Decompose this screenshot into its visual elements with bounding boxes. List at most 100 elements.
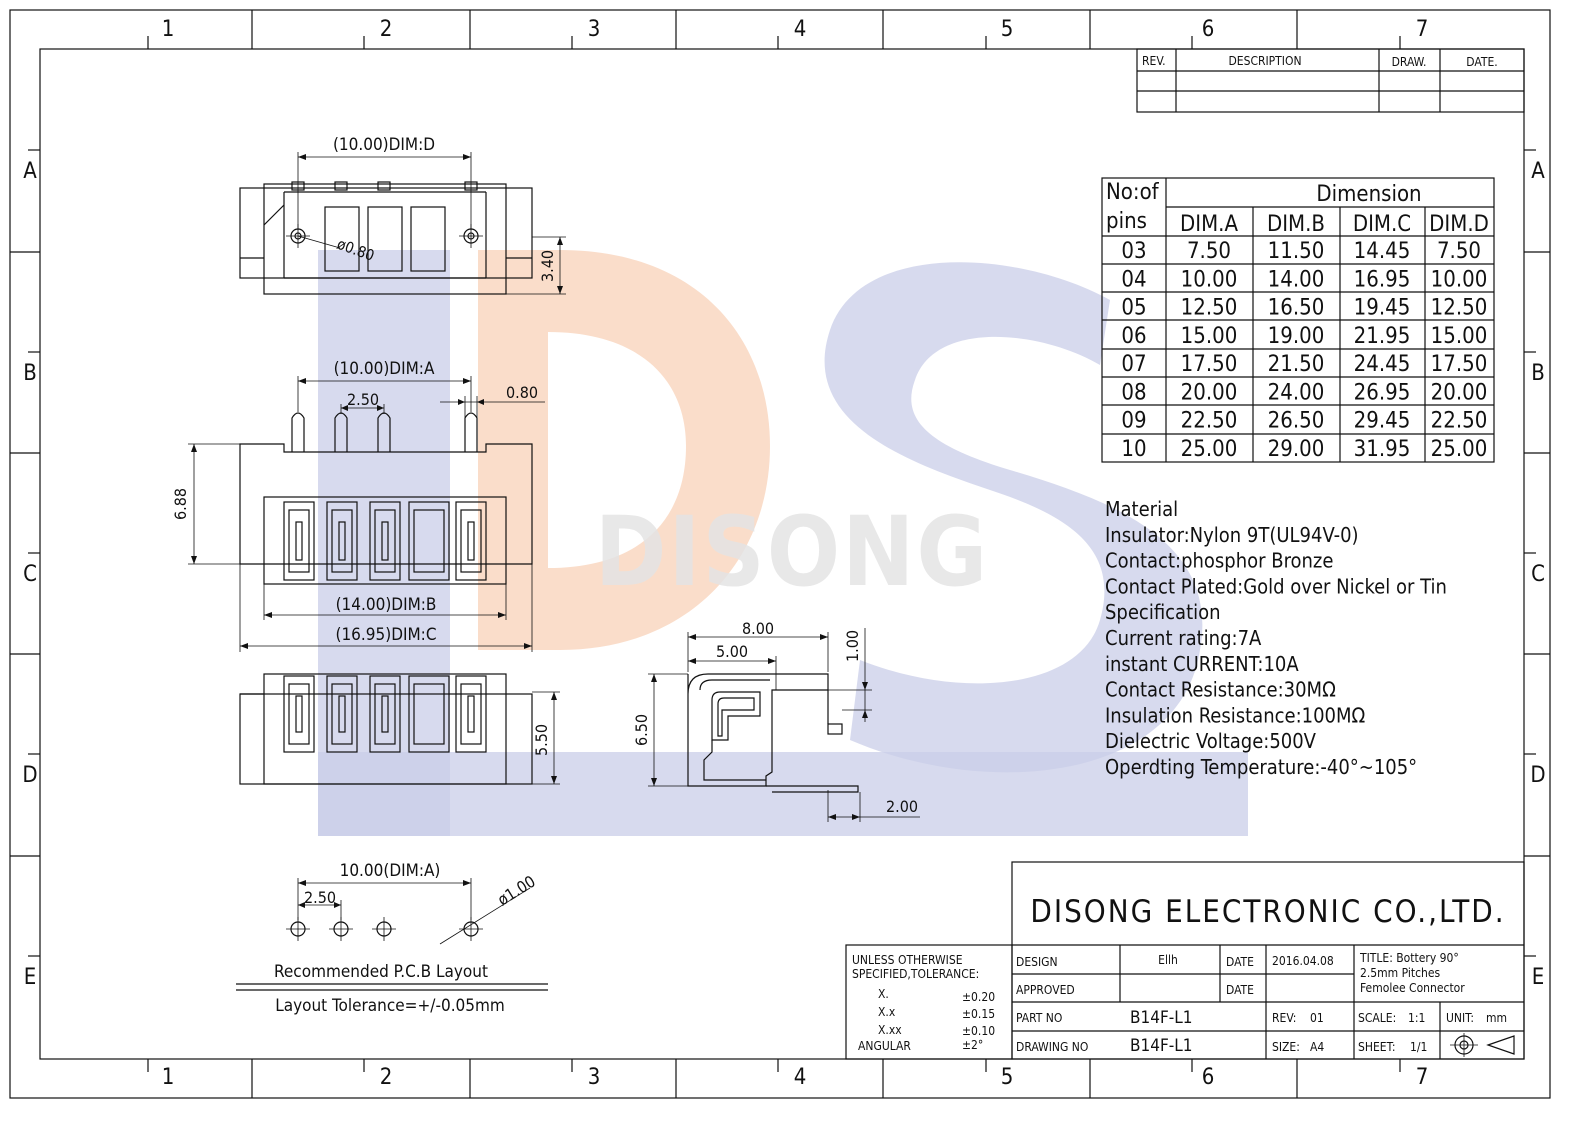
thickness-label: 1.00 [843, 630, 862, 662]
watermark-text: DISONG [595, 496, 990, 608]
spec-line: Contact:phosphor Bronze [1105, 549, 1333, 573]
part-no-label: PART NO [1016, 1011, 1062, 1025]
spec-line: Insulation Resistance:100MΩ [1105, 703, 1365, 727]
pcb-layout-tolerance: Layout Tolerance=+/-0.05mm [275, 996, 505, 1016]
part-no-value: B14F-L1 [1130, 1008, 1193, 1028]
dimension-cell: 11.50 [1268, 239, 1325, 264]
spec-line: Dielectric Voltage:500V [1105, 729, 1317, 753]
pcb-holes [286, 917, 483, 941]
row-label: B [1531, 361, 1545, 386]
tolerance-key: ANGULAR [858, 1039, 911, 1053]
height-6-50-label: 6.50 [632, 714, 651, 746]
dimension-cell: 19.45 [1354, 296, 1411, 321]
title-line: Femolee Connector [1360, 981, 1465, 995]
spec-line: Contact Resistance:30MΩ [1105, 678, 1336, 702]
title-line: TITLE: Bottery 90° [1359, 951, 1459, 965]
tolerance-key: X.x [878, 1005, 896, 1019]
company-name: DISONG ELECTRONIC CO.,LTD. [1030, 894, 1505, 930]
watermark-letter-d [478, 250, 770, 650]
rev-value: 01 [1310, 1011, 1324, 1025]
title-block: DISONG ELECTRONIC CO.,LTD. UNLESS OTHERW… [845, 861, 1525, 1060]
dimension-cell: 25.00 [1181, 437, 1238, 462]
dim-col-header: DIM.C [1353, 212, 1411, 237]
dimension-cell: 16.95 [1354, 267, 1411, 292]
col-label: 7 [1416, 17, 1429, 42]
col-label: 6 [1202, 1065, 1215, 1090]
dimension-cell: 26.95 [1354, 380, 1411, 405]
watermark: DISONG [318, 250, 1248, 836]
drawing-no-label: DRAWING NO [1016, 1040, 1088, 1054]
dim-c-label: (16.95)DIM:C [335, 625, 436, 645]
col-label: 2 [380, 17, 393, 42]
dim-col-header: DIM.A [1180, 212, 1238, 237]
tolerance-title: SPECIFIED,TOLERANCE: [852, 967, 979, 981]
pin-count-cell: 09 [1121, 409, 1146, 434]
col-label: 5 [1001, 1065, 1014, 1090]
row-labels-left: A B C D E [22, 159, 37, 990]
rev-label: REV: [1272, 1011, 1296, 1025]
watermark-bar-horizontal [318, 752, 1248, 836]
column-labels-top: 1 2 3 4 5 6 7 [162, 17, 1429, 42]
row-label: D [1530, 763, 1545, 788]
dimension-cell: 25.00 [1431, 437, 1488, 462]
description-header: DESCRIPTION [1228, 54, 1301, 68]
offset-label: 5.00 [716, 642, 748, 661]
dimension-cell: 16.50 [1268, 296, 1325, 321]
date-label: DATE [1226, 955, 1254, 969]
dimension-cell: 22.50 [1431, 409, 1488, 434]
front-cavities [283, 501, 487, 581]
top-view: (10.00)DIM:D ø0.80 3.40 [239, 135, 566, 295]
dimension-cell: 26.50 [1268, 409, 1325, 434]
col-label: 4 [794, 1065, 807, 1090]
dimension-cell: 20.00 [1431, 380, 1488, 405]
bottom-view: 5.50 [239, 673, 560, 785]
dimension-cell: 14.45 [1354, 239, 1411, 264]
approved-label: APPROVED [1016, 983, 1075, 997]
dimension-group-header: Dimension [1316, 182, 1421, 207]
dimension-cell: 17.50 [1181, 352, 1238, 377]
height-6-88-label: 6.88 [171, 488, 190, 520]
third-angle-projection-icon [1450, 1033, 1515, 1057]
pin-count-cell: 08 [1121, 380, 1146, 405]
date-label-2: DATE [1226, 983, 1254, 997]
dimension-cell: 14.00 [1268, 267, 1325, 292]
dimension-cell: 17.50 [1431, 352, 1488, 377]
drawing-frame [9, 9, 1551, 1099]
col-label: 1 [162, 17, 175, 42]
dimension-cell: 10.00 [1181, 267, 1238, 292]
spec-line: Current rating:7A [1105, 626, 1262, 650]
tolerance-key: X. [878, 987, 889, 1001]
tolerance-value: ±0.10 [962, 1024, 995, 1038]
spec-line: Operdting Temperature:-40°~105° [1105, 755, 1417, 779]
dimension-cell: 21.50 [1268, 352, 1325, 377]
tolerance-value: ±0.20 [962, 990, 995, 1004]
pin-count-cell: 03 [1121, 239, 1146, 264]
dimension-table: No:of pins Dimension DIM.A DIM.B DIM.C D… [1101, 177, 1495, 463]
pcb-pitch-label: 2.50 [304, 888, 336, 907]
dimension-cell: 29.45 [1354, 409, 1411, 434]
dimension-cell: 10.00 [1431, 267, 1488, 292]
row-label: C [23, 562, 37, 587]
col-label: 4 [794, 17, 807, 42]
row-label: D [22, 763, 37, 788]
spec-line: Insulator:Nylon 9T(UL94V-0) [1105, 523, 1359, 547]
dimension-cell: 20.00 [1181, 380, 1238, 405]
side-view: 8.00 5.00 1.00 6.50 2.00 [632, 619, 920, 822]
spec-line: instant CURRENT:10A [1105, 652, 1299, 676]
col-label: 7 [1416, 1065, 1429, 1090]
title-line: 2.5mm Pitches [1360, 966, 1441, 980]
draw-header: DRAW. [1392, 55, 1427, 69]
bottom-cavities [283, 675, 487, 753]
dim-col-header: DIM.B [1267, 212, 1325, 237]
row-label: A [23, 159, 37, 184]
depth-label: 8.00 [742, 619, 774, 638]
dimension-cell: 7.50 [1187, 239, 1231, 264]
drawing-no-value: B14F-L1 [1130, 1036, 1193, 1056]
pins-header: No:of [1106, 180, 1160, 205]
row-label: E [24, 965, 37, 990]
dimension-cell: 29.00 [1268, 437, 1325, 462]
dimension-cell: 19.00 [1268, 324, 1325, 349]
